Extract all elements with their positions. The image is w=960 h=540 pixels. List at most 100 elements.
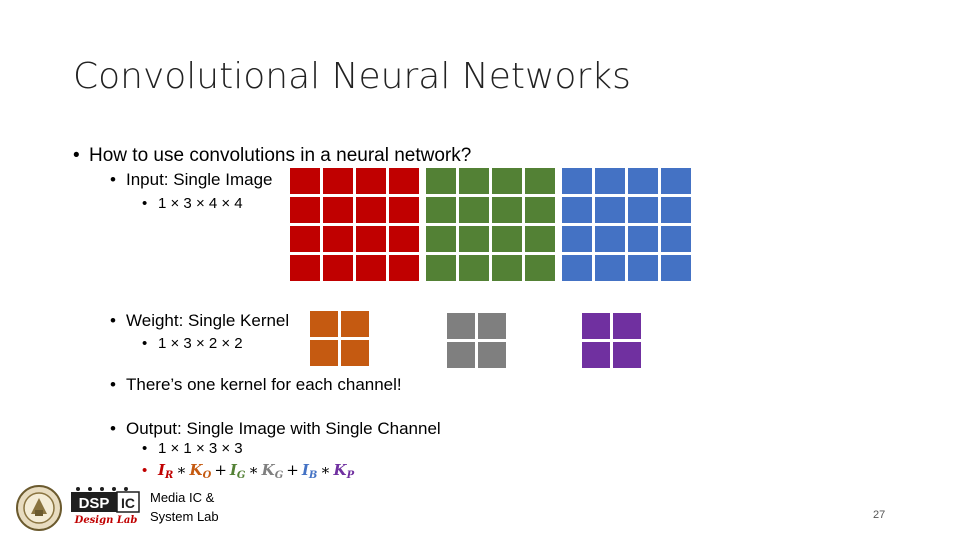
grid-cell <box>323 226 353 252</box>
input-channel-red-grid <box>290 168 419 281</box>
grid-cell <box>595 226 625 252</box>
grid-cell <box>628 197 658 223</box>
bullet-dot: • <box>110 170 116 189</box>
input-dims-text: 1 × 3 × 4 × 4 <box>158 195 243 212</box>
per-channel-text: There’s one kernel for each channel! <box>126 375 402 394</box>
grid-cell <box>661 226 691 252</box>
grid-cell <box>661 168 691 194</box>
svg-text:DSP: DSP <box>79 495 110 512</box>
grid-cell <box>582 313 610 339</box>
grid-cell <box>459 168 489 194</box>
grid-cell <box>459 197 489 223</box>
grid-cell <box>426 226 456 252</box>
svg-text:Design Lab: Design Lab <box>74 515 138 526</box>
grid-cell <box>426 168 456 194</box>
grid-cell <box>562 255 592 281</box>
grid-cell <box>525 226 555 252</box>
grid-cell <box>459 226 489 252</box>
university-seal-icon <box>16 485 62 531</box>
grid-cell <box>341 311 369 337</box>
grid-cell <box>613 342 641 368</box>
grid-cell <box>310 311 338 337</box>
bullet-output-dims: • 1 × 1 × 3 × 3 <box>142 440 243 457</box>
grid-cell <box>389 168 419 194</box>
dsp-ic-design-lab-logo: DSP IC Design Lab <box>71 487 140 526</box>
grid-cell <box>525 168 555 194</box>
bullet-dot: • <box>110 419 116 438</box>
grid-cell <box>562 197 592 223</box>
bullet-dot: • <box>142 335 148 352</box>
grid-cell <box>459 255 489 281</box>
grid-cell <box>525 255 555 281</box>
grid-cell <box>356 255 386 281</box>
bullet-formula: • IR∗KO+IG∗KG+IB∗KP <box>142 461 354 481</box>
grid-cell <box>323 255 353 281</box>
grid-cell <box>290 226 320 252</box>
grid-cell <box>628 226 658 252</box>
slide-title: Convolutional Neural Networks <box>73 56 631 97</box>
bullet-dot: • <box>142 440 148 457</box>
grid-cell <box>525 197 555 223</box>
grid-cell <box>341 340 369 366</box>
grid-cell <box>492 197 522 223</box>
bullet-dot: • <box>73 145 80 166</box>
grid-cell <box>356 168 386 194</box>
weight-dims-text: 1 × 3 × 2 × 2 <box>158 335 243 352</box>
grid-cell <box>478 313 506 339</box>
grid-cell <box>492 226 522 252</box>
grid-cell <box>562 226 592 252</box>
bullet-dot: • <box>110 375 116 394</box>
lab-name-line1: Media IC & <box>150 490 215 505</box>
grid-cell <box>613 313 641 339</box>
bullet-input: • Input: Single Image <box>110 170 272 190</box>
input-channel-blue-grid <box>562 168 691 281</box>
grid-cell <box>426 255 456 281</box>
grid-cell <box>356 197 386 223</box>
grid-cell <box>323 168 353 194</box>
grid-cell <box>323 197 353 223</box>
grid-cell <box>389 255 419 281</box>
grid-cell <box>356 226 386 252</box>
grid-cell <box>661 255 691 281</box>
grid-cell <box>426 197 456 223</box>
kernel-purple-grid <box>582 313 641 368</box>
grid-cell <box>447 342 475 368</box>
grid-cell <box>595 255 625 281</box>
bullet-dot: • <box>142 195 148 212</box>
input-channel-green-grid <box>426 168 555 281</box>
bullet-weight-dims: • 1 × 3 × 2 × 2 <box>142 335 243 352</box>
grid-cell <box>290 255 320 281</box>
grid-cell <box>310 340 338 366</box>
bullet-dot: • <box>110 311 116 330</box>
kernel-orange-grid <box>310 311 369 366</box>
question-text: How to use convolutions in a neural netw… <box>89 145 472 166</box>
output-formula: IR∗KO+IG∗KG+IB∗KP <box>158 461 355 481</box>
grid-cell <box>447 313 475 339</box>
grid-cell <box>290 168 320 194</box>
output-dims-text: 1 × 1 × 3 × 3 <box>158 440 243 457</box>
grid-cell <box>389 197 419 223</box>
bullet-output: • Output: Single Image with Single Channe… <box>110 419 441 439</box>
bullet-weight: •Weight: Single Kernel <box>110 311 289 331</box>
svg-text:IC: IC <box>121 495 135 511</box>
bullet-question: • How to use convolutions in a neural net… <box>73 145 471 167</box>
grid-cell <box>661 197 691 223</box>
output-text: Output: Single Image with Single Channel <box>126 419 441 438</box>
kernel-gray-grid <box>447 313 506 368</box>
bullet-input-dims: • 1 × 3 × 4 × 4 <box>142 195 243 212</box>
grid-cell <box>595 197 625 223</box>
grid-cell <box>628 255 658 281</box>
input-text: Input: Single Image <box>126 170 273 189</box>
grid-cell <box>290 197 320 223</box>
grid-cell <box>582 342 610 368</box>
bullet-per-channel: • There’s one kernel for each channel! <box>110 375 402 395</box>
grid-cell <box>492 168 522 194</box>
page-number: 27 <box>873 509 886 521</box>
grid-cell <box>389 226 419 252</box>
bullet-dot: • <box>142 462 148 479</box>
grid-cell <box>562 168 592 194</box>
grid-cell <box>628 168 658 194</box>
grid-cell <box>595 168 625 194</box>
grid-cell <box>492 255 522 281</box>
lab-name: Media IC & System Lab <box>150 488 219 526</box>
